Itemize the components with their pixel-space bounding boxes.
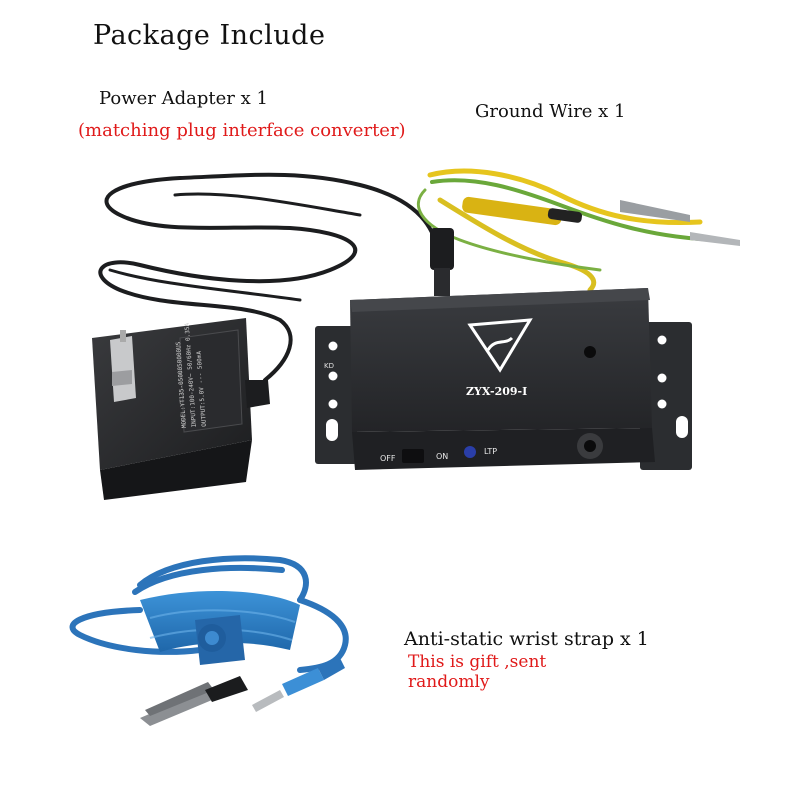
power-cable [98, 172, 443, 382]
mounting-flanges [315, 322, 692, 470]
ground-wire-label: Ground Wire x 1 [475, 101, 626, 122]
power-adapter [92, 318, 270, 500]
page-title: Package Include [93, 20, 326, 51]
power-adapter-note: (matching plug interface converter) [78, 120, 406, 141]
power-adapter-label: Power Adapter x 1 [99, 88, 268, 109]
power-switch [402, 449, 424, 463]
wrist-strap-label: Anti-static wrist strap x 1 [404, 628, 649, 650]
wrist-strap-note-line2: randomly [408, 672, 490, 692]
coil-cord [69, 555, 349, 673]
wrist-band [140, 590, 300, 665]
ground-wire [416, 168, 740, 293]
led-indicator [464, 446, 476, 458]
esd-monitor [350, 288, 655, 470]
esd-logo-icon [467, 318, 533, 373]
wrist-strap-note-line1: This is gift ,sent [408, 652, 547, 672]
banana-plug [252, 658, 345, 712]
alligator-clip [140, 676, 248, 726]
dc-plug [430, 228, 454, 296]
